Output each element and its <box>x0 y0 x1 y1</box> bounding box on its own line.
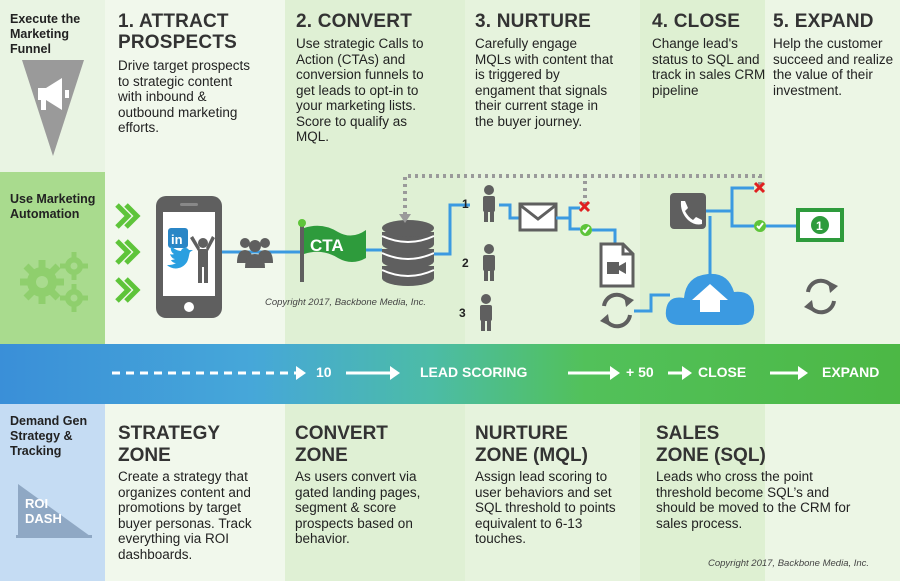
roi-dashboard-icon <box>16 484 92 538</box>
zone-nurture-title-line2: ZONE (MQL) <box>475 445 588 466</box>
chevron-arrows-icon <box>115 203 141 303</box>
twitter-icon <box>167 246 193 269</box>
zone-convert-title-line2: ZONE <box>295 445 348 466</box>
video-document-icon <box>599 242 635 288</box>
demand-gen-label: Demand Gen Strategy & Tracking <box>10 414 88 458</box>
lead-number-1: 1 <box>462 197 469 211</box>
stage-convert-title: 2. CONVERT <box>296 11 413 32</box>
lead-person-icon <box>480 294 492 331</box>
lead-scoring-band <box>0 344 900 404</box>
stage-attract-desc: Drive target prospects to strategic cont… <box>118 58 251 135</box>
cloud-upload-icon <box>665 273 755 325</box>
lead-number-2: 2 <box>462 256 469 270</box>
money-bill-icon: 1 <box>796 208 844 242</box>
dotted-arrow-head <box>399 214 411 223</box>
lead-scoring-arrows <box>112 366 808 380</box>
svg-text:1: 1 <box>816 219 823 233</box>
zone-sales-desc: Leads who cross the point threshold beco… <box>656 469 851 531</box>
group-people-icon <box>237 238 273 268</box>
zone-sales-title-line1: SALES <box>656 423 720 444</box>
stage-nurture-desc: Carefully engage MQLs with content that … <box>475 36 614 129</box>
score-10-label: 10 <box>316 364 332 380</box>
phone-icon <box>670 193 706 229</box>
smartphone-icon <box>156 196 222 318</box>
column-convert-bg <box>285 0 465 581</box>
stage-close-desc: Change lead's status to SQL and track in… <box>652 36 766 98</box>
automation-flow-diagram: in CTA <box>115 174 844 331</box>
stage-expand-title: 5. EXPAND <box>773 11 874 32</box>
close-label: CLOSE <box>698 364 747 380</box>
gears-icon <box>20 252 88 312</box>
diagram-copyright: Copyright 2017, Backbone Media, Inc. <box>265 297 427 308</box>
execute-funnel-label: Execute the Marketing Funnel <box>10 12 81 56</box>
stage-attract-title: 1. ATTRACT PROSPECTS <box>118 11 237 53</box>
zone-convert-title-line1: CONVERT <box>295 423 388 444</box>
cta-label: CTA <box>310 236 344 255</box>
footer-copyright: Copyright 2017, Backbone Media, Inc. <box>708 558 870 569</box>
score-50-label: + 50 <box>626 364 654 380</box>
lead-scoring-label: LEAD SCORING <box>420 364 528 380</box>
svg-text:in: in <box>171 232 183 247</box>
zone-convert-desc: As users convert via gated landing pages… <box>295 469 421 546</box>
zone-strategy-title-line2: ZONE <box>118 445 171 466</box>
person-raising-arms-icon <box>190 236 215 283</box>
funnel-megaphone-icon <box>22 60 84 156</box>
column-nurture-bg <box>465 0 640 581</box>
lead-person-icon <box>483 185 495 222</box>
roi-label: ROI <box>25 496 49 511</box>
cta-flag-icon <box>298 219 366 282</box>
zone-sales-title-line2: ZONE (SQL) <box>656 445 766 466</box>
expand-label: EXPAND <box>822 364 880 380</box>
red-x-icon <box>578 200 591 213</box>
dotted-feedback-loop <box>403 174 762 216</box>
stage-convert-desc: Use strategic Calls to Action (CTAs) and… <box>296 36 424 144</box>
sidebar-demand <box>0 404 105 581</box>
zone-nurture-title-line1: NURTURE <box>475 423 568 444</box>
marketing-automation-label: Use Marketing Automation <box>10 192 96 221</box>
stage-nurture-title: 3. NURTURE <box>475 11 592 32</box>
stage-close-title: 4. CLOSE <box>652 11 741 32</box>
zone-nurture-desc: Assign lead scoring to user behaviors an… <box>475 469 616 546</box>
sidebar-automation <box>0 172 105 344</box>
stage-expand-desc: Help the customer succeed and realize th… <box>773 36 894 98</box>
green-check-icon <box>754 220 766 232</box>
green-check-icon <box>580 224 592 236</box>
lead-number-3: 3 <box>459 306 466 320</box>
red-x-icon <box>753 181 766 194</box>
lead-person-icon <box>483 244 495 281</box>
linkedin-icon: in <box>168 228 188 248</box>
zone-strategy-title-line1: STRATEGY <box>118 423 221 444</box>
dash-label: DASH <box>25 511 62 526</box>
zone-strategy-desc: Create a strategy that organizes content… <box>118 469 252 562</box>
envelope-icon <box>518 202 558 232</box>
